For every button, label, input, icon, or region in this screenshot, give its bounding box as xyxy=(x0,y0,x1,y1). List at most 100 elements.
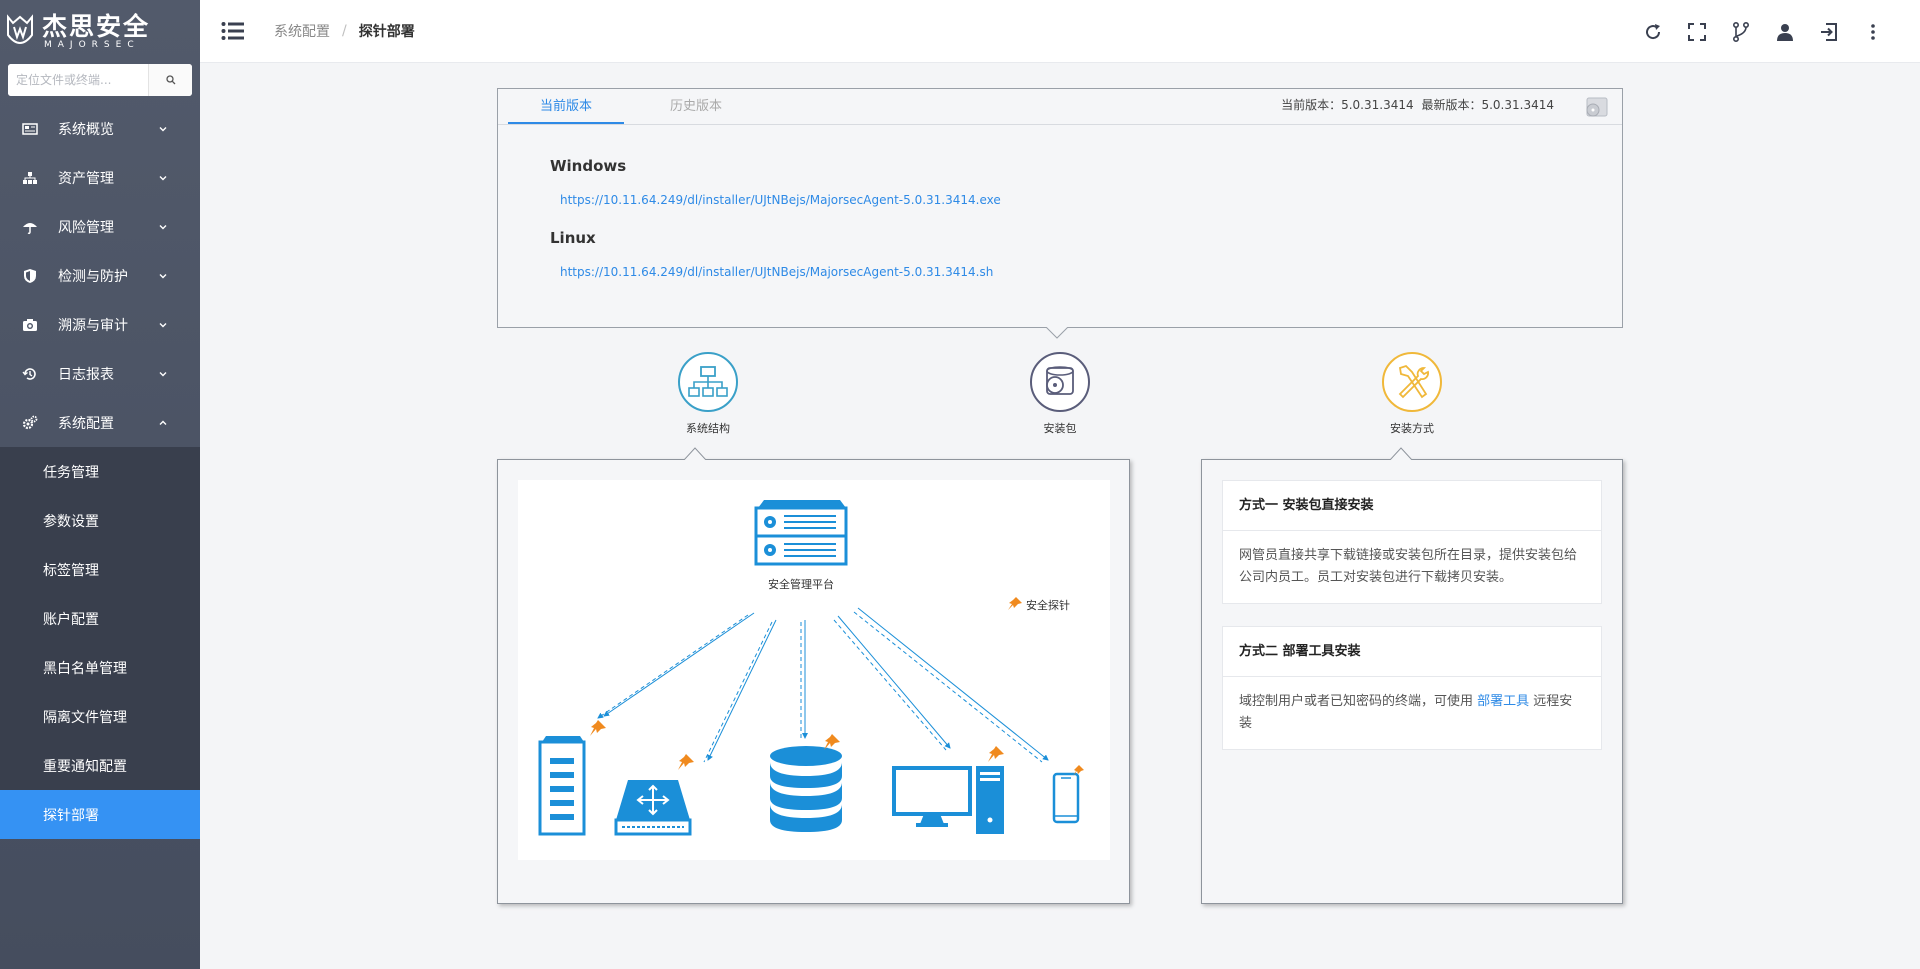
step-label: 安装方式 xyxy=(1390,422,1434,435)
step-install-method[interactable]: 安装方式 xyxy=(1362,352,1462,436)
version-info: 当前版本：5.0.31.3414 最新版本：5.0.31.3414 xyxy=(1277,89,1554,121)
method-panel-pointer xyxy=(1390,447,1412,460)
probe-pin-icon xyxy=(590,720,606,736)
cogs-icon xyxy=(22,415,38,431)
management-platform-server-icon xyxy=(754,500,848,566)
current-version-value: 5.0.31.3414 xyxy=(1341,98,1414,112)
sidebar-item-detection-protection[interactable]: 检测与防护 xyxy=(0,251,200,300)
network-structure-icon xyxy=(678,352,738,412)
structure-panel-pointer xyxy=(684,447,706,460)
shield-icon xyxy=(22,268,38,284)
tools-icon xyxy=(1382,352,1442,412)
probe-pin-icon xyxy=(678,754,694,770)
chevron-up-icon xyxy=(159,420,167,425)
windows-title: Windows xyxy=(550,157,627,175)
database-icon xyxy=(770,746,842,832)
menu-toggle-icon[interactable] xyxy=(220,18,246,44)
method-title: 方式二 部署工具安装 xyxy=(1223,627,1601,677)
step-system-structure[interactable]: 系统结构 xyxy=(658,352,758,436)
system-structure-panel: 安全管理平台 安全探针 xyxy=(497,459,1130,904)
probe-legend-pin-icon xyxy=(1008,597,1022,610)
version-tabs: 当前版本 历史版本 当前版本：5.0.31.3414 最新版本：5.0.31.3… xyxy=(498,89,1622,125)
search-button[interactable] xyxy=(148,64,192,96)
search-input[interactable] xyxy=(8,64,148,96)
mobile-phone-icon xyxy=(1052,772,1080,824)
history-icon xyxy=(22,366,38,382)
sidebar-menu: 系统概览 资产管理 风险管理 检测与防护 溯源与审计 日志报表 xyxy=(0,104,200,839)
linux-download-link[interactable]: https://10.11.64.249/dl/installer/UJtNBe… xyxy=(560,265,994,279)
sidebar-item-tag-management[interactable]: 标签管理 xyxy=(43,562,99,579)
sidebar-item-parameter-settings[interactable]: 参数设置 xyxy=(43,513,99,530)
platform-label: 安全管理平台 xyxy=(768,577,834,591)
sidebar-item-label: 系统概览 xyxy=(58,121,114,138)
linux-title: Linux xyxy=(550,229,596,247)
sidebar-item-account-config[interactable]: 账户配置 xyxy=(43,611,99,628)
probe-legend-label: 安全探针 xyxy=(1026,598,1070,612)
refresh-icon[interactable] xyxy=(1642,21,1664,43)
majorsec-logo-icon xyxy=(4,12,36,52)
breadcrumb-current: 探针部署 xyxy=(358,24,415,40)
sidebar-item-label: 资产管理 xyxy=(58,170,114,187)
monitor-icon xyxy=(22,121,38,137)
system-structure-diagram: 安全管理平台 安全探针 xyxy=(518,480,1110,860)
step-install-package[interactable]: 安装包 xyxy=(1010,352,1110,436)
network-switch-icon xyxy=(614,780,692,836)
header-tools xyxy=(1620,0,1884,63)
chevron-down-icon xyxy=(159,126,167,131)
version-panel-pointer xyxy=(1046,327,1068,339)
user-icon[interactable] xyxy=(1774,21,1796,43)
version-panel: 当前版本 历史版本 当前版本：5.0.31.3414 最新版本：5.0.31.3… xyxy=(497,88,1623,328)
sidebar-item-trace-audit[interactable]: 溯源与审计 xyxy=(0,300,200,349)
logout-icon[interactable] xyxy=(1818,21,1840,43)
sidebar-item-label: 风险管理 xyxy=(58,219,114,236)
method-text-prefix: 域控制用户或者已知密码的终端，可使用 xyxy=(1239,694,1478,709)
package-disc-icon xyxy=(1030,352,1090,412)
sidebar-item-risk-management[interactable]: 风险管理 xyxy=(0,202,200,251)
sidebar-item-quarantine-files[interactable]: 隔离文件管理 xyxy=(43,709,127,726)
fullscreen-icon[interactable] xyxy=(1686,21,1708,43)
brand-name-cn: 杰思安全 xyxy=(42,11,151,41)
chevron-down-icon xyxy=(159,175,167,180)
sidebar-item-task-management[interactable]: 任务管理 xyxy=(43,464,99,481)
method-description: 域控制用户或者已知密码的终端，可使用 部署工具 远程安装 xyxy=(1223,677,1601,749)
sidebar-item-system-overview[interactable]: 系统概览 xyxy=(0,104,200,153)
umbrella-icon xyxy=(22,219,38,235)
top-header: 系统配置 / 探针部署 xyxy=(200,0,1920,63)
probe-pin-icon xyxy=(1073,765,1084,776)
probe-pin-icon xyxy=(824,734,840,750)
sidebar-item-blacklist-whitelist[interactable]: 黑白名单管理 xyxy=(43,660,127,677)
chevron-down-icon xyxy=(159,273,167,278)
sidebar-item-label: 溯源与审计 xyxy=(58,317,128,334)
sidebar-item-probe-deployment[interactable]: 探针部署 xyxy=(0,790,200,839)
latest-version-label: 最新版本： xyxy=(1421,98,1482,112)
latest-version-value: 5.0.31.3414 xyxy=(1481,98,1554,112)
sidebar-item-asset-management[interactable]: 资产管理 xyxy=(0,153,200,202)
chevron-down-icon xyxy=(159,371,167,376)
method-description: 网管员直接共享下载链接或安装包所在目录，提供安装包给公司内员工。员工对安装包进行… xyxy=(1239,548,1578,585)
chevron-down-icon xyxy=(159,224,167,229)
current-version-label: 当前版本： xyxy=(1281,98,1342,112)
sidebar: 杰思安全 MAJORSEC 系统概览 资产管理 风险管理 检测与防护 xyxy=(0,0,200,969)
sidebar-item-log-report[interactable]: 日志报表 xyxy=(0,349,200,398)
deploy-tool-link[interactable]: 部署工具 xyxy=(1477,694,1530,709)
breadcrumb-separator: / xyxy=(342,23,347,39)
branch-icon[interactable] xyxy=(1730,21,1752,43)
sidebar-item-system-config[interactable]: 系统配置 xyxy=(0,398,200,447)
disc-package-icon[interactable] xyxy=(1584,96,1610,118)
search-box xyxy=(8,64,192,96)
windows-download-link[interactable]: https://10.11.64.249/dl/installer/UJtNBe… xyxy=(560,193,1001,207)
method-card-direct: 方式一 安装包直接安装 网管员直接共享下载链接或安装包所在目录，提供安装包给公司… xyxy=(1222,480,1602,604)
system-config-submenu: 任务管理 参数设置 标签管理 账户配置 黑白名单管理 隔离文件管理 重要通知配置… xyxy=(0,447,200,839)
logo: 杰思安全 MAJORSEC xyxy=(0,0,200,64)
sidebar-item-notification-config[interactable]: 重要通知配置 xyxy=(43,758,127,775)
install-method-panel: 方式一 安装包直接安装 网管员直接共享下载链接或安装包所在目录，提供安装包给公司… xyxy=(1201,459,1623,904)
tab-current-version[interactable]: 当前版本 xyxy=(508,89,624,124)
sidebar-item-label: 系统配置 xyxy=(58,415,114,432)
sidebar-item-label: 检测与防护 xyxy=(58,268,128,285)
breadcrumb-parent[interactable]: 系统配置 xyxy=(274,24,330,40)
chevron-down-icon xyxy=(159,322,167,327)
tab-history-version[interactable]: 历史版本 xyxy=(669,99,722,114)
more-vertical-icon[interactable] xyxy=(1862,21,1884,43)
step-label: 系统结构 xyxy=(686,422,730,435)
method-card-tool: 方式二 部署工具安装 域控制用户或者已知密码的终端，可使用 部署工具 远程安装 xyxy=(1222,626,1602,750)
